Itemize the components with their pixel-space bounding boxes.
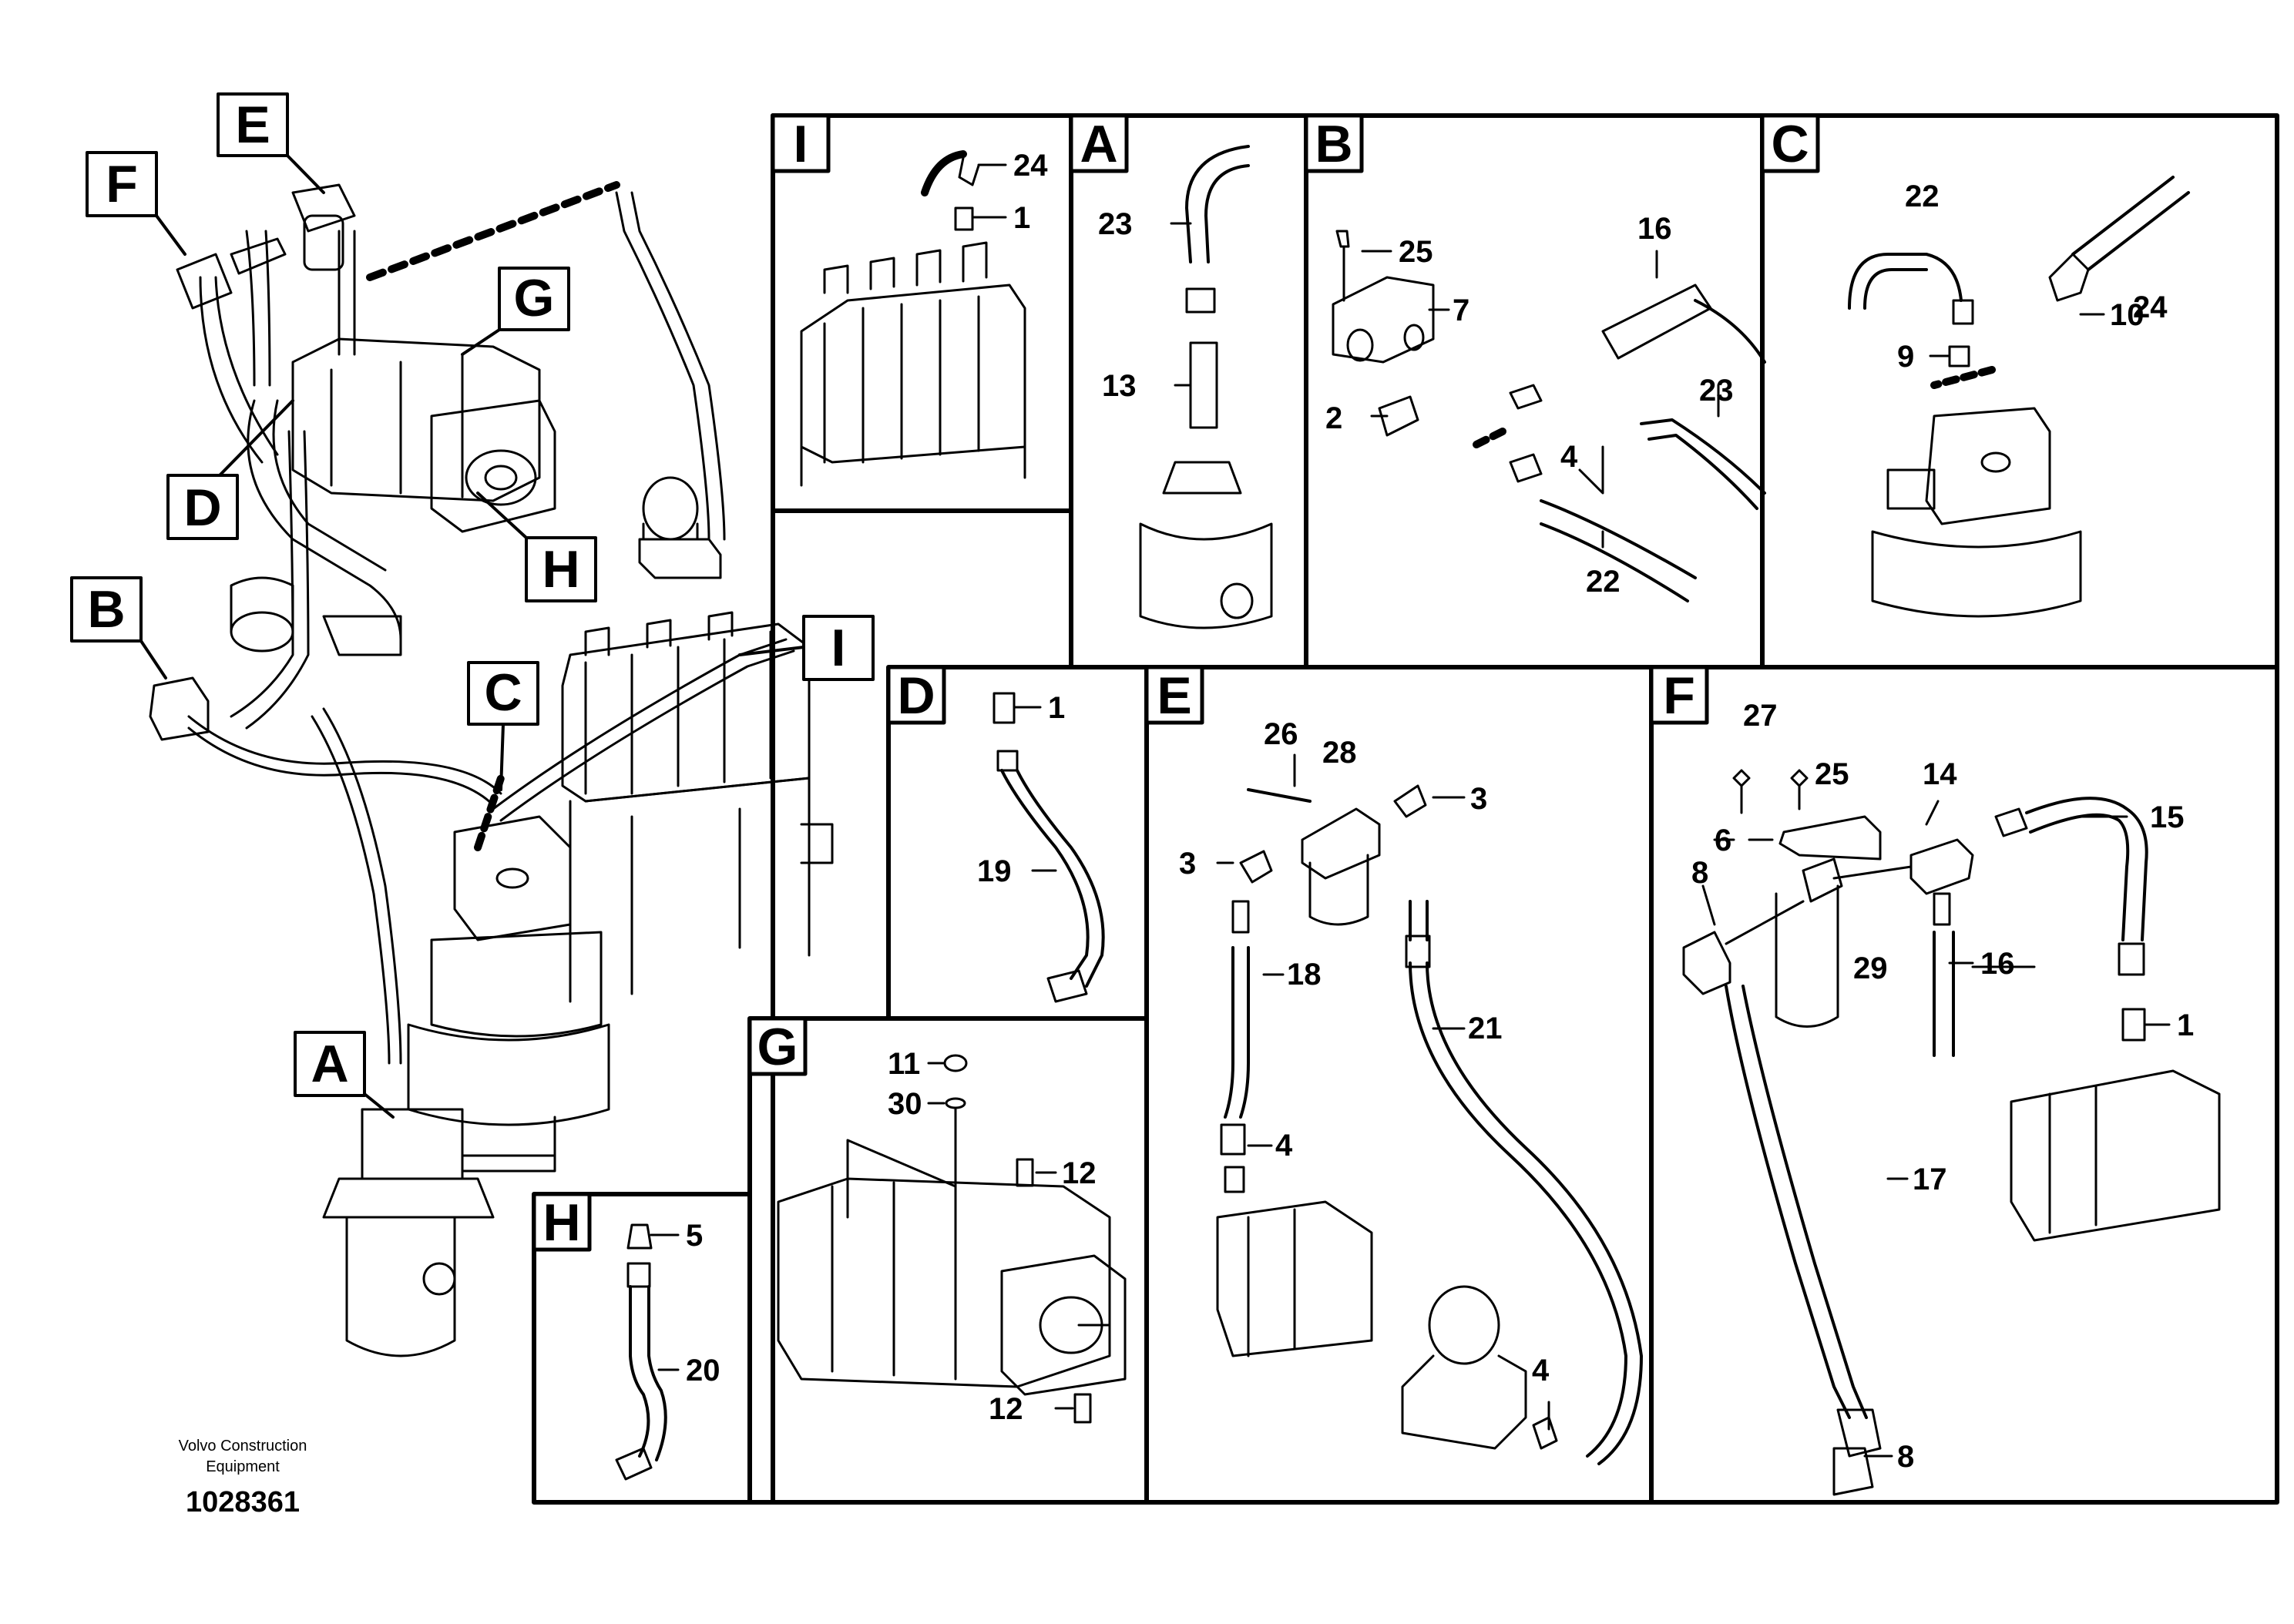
panel-d: D 1 19 bbox=[886, 665, 1105, 1003]
svg-text:C: C bbox=[484, 663, 522, 722]
panel-e-part-18: 18 bbox=[1287, 958, 1322, 992]
panel-i-part-1: 1 bbox=[1013, 201, 1030, 235]
panel-c: C 22 24 10 9 bbox=[1760, 113, 2190, 618]
callout-h[interactable]: H bbox=[476, 492, 597, 602]
svg-text:D: D bbox=[183, 478, 221, 537]
overview-hose-i bbox=[492, 638, 795, 822]
panel-e-part-4-bottom: 4 bbox=[1532, 1354, 1550, 1387]
panel-e-part-28: 28 bbox=[1322, 736, 1357, 770]
panel-h-part-5: 5 bbox=[686, 1219, 703, 1253]
callout-a[interactable]: A bbox=[294, 1031, 395, 1119]
panel-e-part-4-top: 4 bbox=[1275, 1129, 1293, 1163]
panel-e-part-21: 21 bbox=[1468, 1012, 1503, 1045]
panel-e-part-3-right: 3 bbox=[1470, 782, 1487, 816]
panel-i-part-24: 24 bbox=[1013, 149, 1048, 183]
svg-text:I: I bbox=[831, 619, 846, 677]
panel-f-part-25: 25 bbox=[1815, 757, 1849, 791]
panel-f-label: F bbox=[1663, 666, 1695, 725]
callout-g[interactable]: G bbox=[461, 267, 570, 356]
panel-f-part-17: 17 bbox=[1913, 1163, 1947, 1196]
svg-text:G: G bbox=[514, 269, 555, 327]
panel-i-label: I bbox=[794, 115, 808, 173]
panel-f-part-6: 6 bbox=[1715, 824, 1731, 857]
panel-g-part-12-bottom: 12 bbox=[989, 1392, 1023, 1426]
filter-assembly-drawing bbox=[176, 183, 356, 310]
callout-f[interactable]: F bbox=[86, 151, 186, 256]
svg-text:F: F bbox=[106, 155, 138, 213]
panel-f-part-14: 14 bbox=[1923, 757, 1957, 791]
panel-b-part-23: 23 bbox=[1699, 374, 1734, 408]
panel-c-part-10: 10 bbox=[2110, 298, 2145, 332]
drawing-number: 1028361 bbox=[186, 1486, 300, 1518]
panel-d-part-19: 19 bbox=[977, 854, 1012, 888]
panel-b-part-16: 16 bbox=[1637, 212, 1672, 246]
panel-g-part-12-top: 12 bbox=[1062, 1156, 1097, 1190]
svg-text:B: B bbox=[87, 580, 125, 639]
panel-a: A 23 13 bbox=[1069, 113, 1273, 629]
callout-e[interactable]: E bbox=[217, 92, 325, 194]
panel-b-part-2: 2 bbox=[1325, 401, 1342, 435]
panel-f-part-8-bottom: 8 bbox=[1897, 1440, 1914, 1474]
company-name-line2: Equipment bbox=[206, 1458, 280, 1475]
panel-e-label: E bbox=[1157, 666, 1191, 725]
panel-g: G 11 30 12 12 bbox=[747, 1016, 1127, 1426]
panel-h: H 5 20 bbox=[532, 1192, 720, 1481]
callout-b[interactable]: B bbox=[70, 576, 167, 679]
callout-i[interactable]: I bbox=[738, 615, 875, 681]
panel-f: F 27 25 14 15 6 8 29 16 1 17 8 bbox=[1649, 665, 2221, 1496]
panel-frames bbox=[532, 113, 2279, 1505]
overview-assembly bbox=[149, 181, 834, 1357]
panel-e-part-26: 26 bbox=[1264, 717, 1298, 751]
swivel-drawing bbox=[322, 1108, 495, 1357]
panel-c-part-22: 22 bbox=[1905, 180, 1940, 213]
panel-f-part-27: 27 bbox=[1743, 699, 1778, 733]
panel-e: E 26 28 3 3 18 21 4 4 bbox=[1144, 665, 1643, 1465]
panel-f-part-15: 15 bbox=[2150, 800, 2185, 834]
panel-c-part-9: 9 bbox=[1897, 340, 1914, 374]
panel-i: I 24 1 bbox=[771, 113, 1048, 487]
swing-motor-drawing bbox=[407, 815, 610, 1173]
panel-g-part-11: 11 bbox=[888, 1047, 920, 1081]
callout-d[interactable]: D bbox=[166, 399, 294, 540]
accumulator-drawing bbox=[638, 476, 722, 579]
panel-b: B 25 16 7 23 2 4 22 bbox=[1304, 113, 1766, 602]
panel-f-part-8-top: 8 bbox=[1691, 856, 1708, 890]
main-pump-drawing bbox=[230, 337, 556, 656]
overview-block-b bbox=[149, 676, 210, 741]
panel-g-part-30: 30 bbox=[888, 1087, 922, 1121]
panel-h-part-20: 20 bbox=[686, 1354, 720, 1387]
panel-f-part-29: 29 bbox=[1853, 951, 1888, 985]
control-valve-drawing bbox=[561, 611, 834, 1003]
svg-text:E: E bbox=[235, 96, 270, 154]
panel-b-part-25: 25 bbox=[1399, 235, 1433, 269]
panel-d-label: D bbox=[897, 666, 935, 725]
panel-c-label: C bbox=[1771, 115, 1809, 173]
company-name-line1: Volvo Construction bbox=[179, 1438, 307, 1455]
panel-f-part-1: 1 bbox=[2177, 1008, 2194, 1042]
panel-b-part-22: 22 bbox=[1586, 565, 1621, 599]
svg-text:A: A bbox=[311, 1035, 348, 1093]
svg-text:H: H bbox=[542, 540, 579, 599]
panel-a-label: A bbox=[1080, 115, 1117, 173]
panel-d-part-1: 1 bbox=[1048, 691, 1065, 725]
panel-f-part-16: 16 bbox=[1980, 947, 2015, 981]
panel-b-label: B bbox=[1315, 115, 1352, 173]
overview-callouts: E F G D H B C bbox=[70, 92, 875, 1119]
panel-a-part-13: 13 bbox=[1102, 369, 1137, 403]
panel-b-part-4: 4 bbox=[1560, 440, 1578, 474]
overview-hoses bbox=[187, 181, 726, 1065]
panel-c-part-24: 24 bbox=[2133, 290, 2168, 324]
callout-c[interactable]: C bbox=[467, 661, 539, 791]
panel-e-part-3-left: 3 bbox=[1179, 847, 1196, 881]
panel-g-label: G bbox=[757, 1018, 798, 1076]
panel-a-part-23: 23 bbox=[1098, 207, 1133, 241]
panel-h-label: H bbox=[542, 1193, 580, 1252]
footer: Volvo Construction Equipment 1028361 bbox=[179, 1438, 307, 1518]
overview-dashed-line bbox=[474, 774, 505, 851]
panel-b-part-7: 7 bbox=[1453, 294, 1469, 327]
